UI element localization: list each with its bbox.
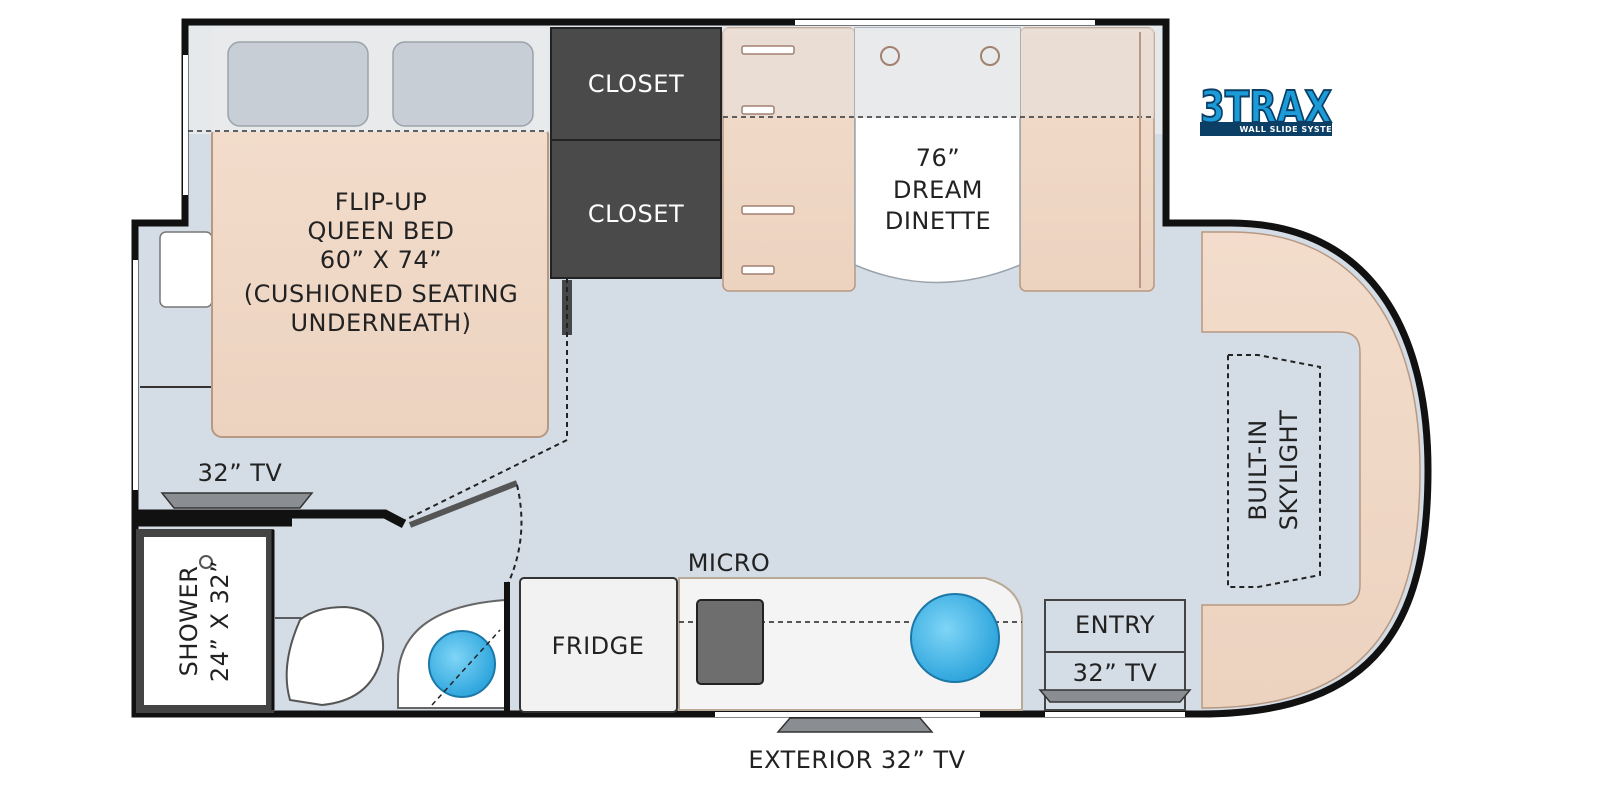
label-dinette-2: DREAM (893, 176, 983, 204)
cab-seating (1201, 231, 1421, 709)
window-entry (1045, 712, 1185, 717)
label-shower-2: 24” X 32” (206, 560, 234, 682)
label-dinette-3: DINETTE (885, 207, 991, 235)
label-bed-4: (CUSHIONED SEATING (244, 280, 518, 308)
label-fridge: FRIDGE (552, 632, 645, 660)
bath-sink (428, 630, 496, 698)
logo-3trax-text: 3TRAX (1200, 82, 1332, 133)
tv-bedroom-shape (160, 492, 314, 509)
toilet (285, 605, 385, 707)
skylight-outline (1227, 354, 1321, 588)
logo-3trax-subtitle: WALL SLIDE SYSTEM (1239, 125, 1340, 134)
dinette-table-top (855, 28, 1020, 118)
bathroom-door-swing (504, 484, 523, 591)
label-bed-3: 60” X 74” (320, 246, 442, 274)
seatbelt-3 (741, 205, 795, 215)
label-dinette-1: 76” (916, 144, 960, 172)
tv-exterior-shape (776, 717, 934, 733)
dinette-bench-left-back (723, 28, 855, 118)
bathroom-door (408, 480, 519, 528)
label-closet-top: CLOSET (588, 70, 684, 98)
pillow-right (392, 41, 534, 127)
bathroom-wall (138, 509, 407, 528)
seatbelt-4 (741, 265, 775, 275)
outer-wall (131, 18, 1432, 718)
window-left-lower (133, 260, 138, 490)
tv-entry-shape (1038, 689, 1192, 703)
label-skylight-1: BUILT-IN (1244, 419, 1272, 520)
label-bed-5: UNDERNEATH) (290, 309, 471, 337)
label-tv-exterior: EXTERIOR 32” TV (748, 746, 965, 774)
label-bed-1: FLIP-UP (335, 188, 427, 216)
logo-underline (1200, 122, 1332, 136)
window-top (795, 20, 1095, 25)
seatbelt-1 (741, 45, 795, 55)
dinette-bench-right-back (1020, 28, 1154, 118)
label-bed-2: QUEEN BED (308, 217, 455, 245)
logo-3trax: 3TRAX WALL SLIDE SYSTEM (1199, 81, 1340, 136)
fridge (519, 577, 678, 713)
cooktop (696, 599, 764, 685)
label-micro: MICRO (688, 549, 771, 577)
label-shower-1: SHOWER (175, 566, 203, 677)
seatbelt-2 (741, 105, 775, 115)
label-closet-bottom: CLOSET (588, 200, 684, 228)
shower (136, 529, 274, 713)
label-tv-entry: 32” TV (1073, 659, 1158, 687)
shower-head (199, 555, 213, 569)
label-skylight-2: SKYLIGHT (1275, 410, 1303, 531)
nightstand (159, 231, 213, 308)
pillow-left (227, 41, 369, 127)
label-tv-bedroom: 32” TV (198, 459, 283, 487)
window-left-upper (183, 55, 188, 195)
bath-sink-dash (431, 629, 501, 706)
closet-bottom (550, 139, 722, 279)
window-bottom (715, 712, 980, 717)
kitchen-sink (910, 593, 1000, 683)
dinette-knob-right (980, 46, 1000, 66)
label-entry: ENTRY (1075, 611, 1155, 639)
bedroom-door-hinge (562, 280, 572, 335)
dinette-knob-left (880, 46, 900, 66)
